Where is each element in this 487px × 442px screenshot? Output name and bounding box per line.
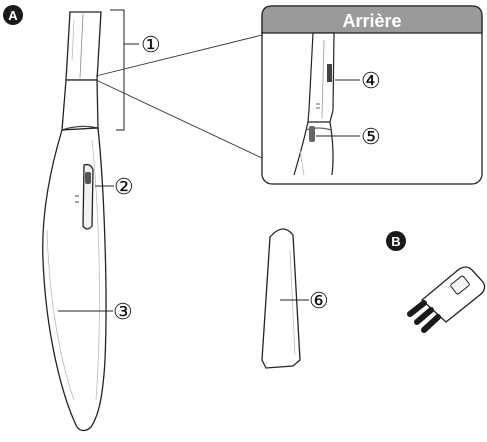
badge-b: B bbox=[386, 231, 406, 251]
protective-cap bbox=[261, 228, 309, 369]
inset-device-back bbox=[293, 32, 335, 176]
callout-6: ⑥ bbox=[309, 288, 329, 313]
callout-3: ③ bbox=[113, 299, 133, 324]
callout-2: ② bbox=[114, 174, 134, 199]
brush-bristles bbox=[407, 300, 441, 333]
inset-leader-lines bbox=[95, 34, 263, 159]
badge-a-label: A bbox=[8, 8, 18, 23]
cleaning-brush bbox=[407, 266, 486, 333]
inset-title: Arrière bbox=[342, 11, 401, 31]
trimmer-body bbox=[42, 127, 107, 432]
trimmer-neck bbox=[61, 79, 99, 131]
badge-a: A bbox=[3, 5, 23, 25]
callout-1: ① bbox=[141, 32, 161, 57]
callout-numbers: ① ② ③ ④ ⑤ ⑥ bbox=[113, 32, 381, 324]
callout-5: ⑤ bbox=[361, 124, 381, 149]
trimmer-blade-head bbox=[65, 11, 102, 81]
trimmer-device bbox=[42, 11, 107, 432]
callout-1-bracket bbox=[110, 9, 139, 131]
inset-back-view: Arrière bbox=[261, 5, 483, 185]
badge-b-label: B bbox=[391, 234, 400, 249]
callout-4: ④ bbox=[361, 68, 381, 93]
